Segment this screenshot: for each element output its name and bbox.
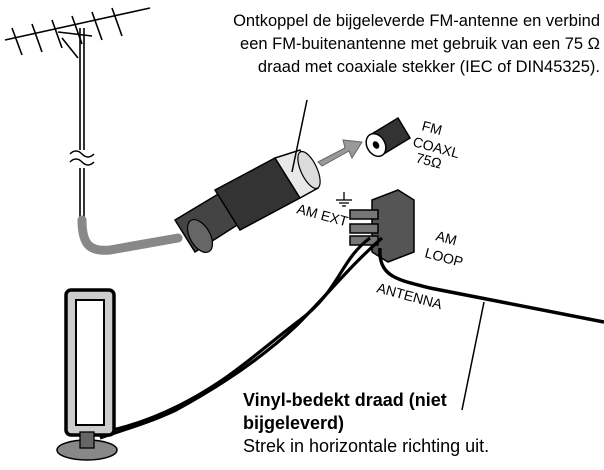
am-loop-label-line1: AM — [434, 227, 458, 248]
fm-instruction-text: Ontkoppel de bijgeleverde FM-antenne en … — [160, 10, 600, 79]
coax-plug — [173, 149, 321, 254]
cable-break-symbol — [69, 150, 95, 166]
ground-symbol — [336, 192, 352, 207]
am-terminal-block — [349, 189, 415, 263]
vinyl-note: Strek in horizontale richting uit. — [243, 436, 490, 456]
instruction-line-3: draad met coaxiale stekker (IEC of DIN45… — [257, 58, 600, 76]
fm-socket — [365, 116, 412, 158]
vinyl-wire — [378, 247, 604, 324]
callout-line — [291, 99, 308, 173]
outdoor-fm-antenna — [4, 7, 151, 220]
am-loop-antenna — [56, 288, 118, 461]
am-ext-label: AM EXT — [295, 200, 350, 229]
fm-label-line3: 75Ω — [414, 149, 443, 171]
vinyl-title-line2: bijgeleverd) — [243, 413, 345, 433]
instruction-line-2: een FM-buitenantenne met gebruik van een… — [240, 35, 600, 53]
am-loop-label-line2: LOOP — [423, 244, 465, 270]
vinyl-title-line1: Vinyl-bedekt draad (niet — [243, 390, 447, 410]
insert-arrow — [317, 139, 363, 167]
twisted-loop-wire — [99, 236, 384, 440]
fm-label-line1: FM — [420, 117, 444, 138]
instruction-line-1: Ontkoppel de bijgeleverde FM-antenne en … — [233, 12, 600, 30]
fm-coax-cable — [77, 215, 183, 255]
antenna-callout-line — [461, 301, 485, 411]
vinyl-wire-note: Vinyl-bedekt draad (niet bijgeleverd) St… — [243, 389, 603, 458]
